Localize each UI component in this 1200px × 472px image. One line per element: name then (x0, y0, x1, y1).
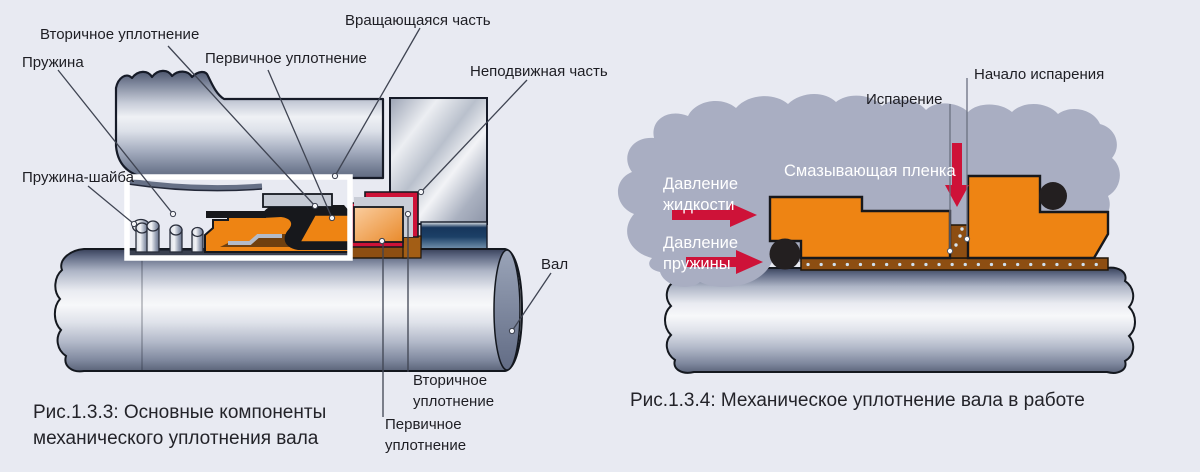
label-spring: Пружина (22, 54, 84, 71)
o-ring-left (769, 238, 801, 270)
label-primary-seal-bottom-line2: уплотнение (385, 437, 467, 454)
leader-lines-left (57, 27, 552, 417)
shaft-illustration-right (664, 266, 1136, 374)
pressure-arrow-spring (686, 250, 763, 274)
label-secondary-seal-top: Вторичное уплотнение (40, 26, 200, 43)
caption-figure-right: Рис.1.3.4: Механическое уплотнение вала … (630, 390, 1085, 411)
label-primary-seal-bottom-line1: Первичное (385, 416, 462, 433)
label-evaporation-start: Начало испарения (974, 66, 1105, 83)
label-primary-seal-top: Первичное уплотнение (205, 50, 367, 67)
label-spring-pressure: Давление пружины (663, 233, 738, 275)
label-evaporation: Испарение (866, 91, 943, 108)
label-secondary-seal-bottom-line1: Вторичное (413, 372, 488, 389)
seat-red-outline (348, 191, 419, 248)
evaporation-arrow (945, 143, 969, 207)
seal-assembly (204, 193, 351, 253)
stationary-seal-face (966, 174, 1110, 260)
rotating-sleeve (114, 69, 385, 180)
label-liquid-pressure: Давление жидкости (663, 174, 738, 216)
label-spring-pressure-line2: пружины (663, 255, 731, 273)
pressure-arrow-liquid (672, 203, 757, 227)
label-secondary-seal-bottom-line2: уплотнение (413, 393, 495, 410)
o-ring-right (1039, 182, 1067, 210)
caption-figure-left-line1: Рис.1.3.3: Основные компоненты (33, 402, 327, 423)
label-spring-washer: Пружина-шайба (22, 169, 135, 186)
caption-figure-left: Рис.1.3.3: Основные компоненты механичес… (33, 400, 326, 452)
label-spring-pressure-line1: Давление (663, 234, 739, 252)
label-lubricating-film: Смазывающая пленка (784, 162, 956, 180)
shaft-illustration-left (53, 248, 524, 373)
sleeve-bottom-lip (127, 178, 263, 192)
label-primary-seal-bottom: Первичное уплотнение (385, 414, 466, 456)
caption-figure-left-line2: механического уплотнения вала (33, 428, 319, 449)
leader-lines-right (946, 78, 971, 255)
label-rotating-part: Вращающаяся часть (345, 12, 491, 29)
label-stationary-part: Неподвижная часть (470, 63, 608, 80)
springs (131, 218, 204, 253)
label-secondary-seal-bottom: Вторичное уплотнение (413, 370, 494, 412)
label-liquid-pressure-line2: жидкости (663, 196, 735, 214)
label-liquid-pressure-line1: Давление (663, 175, 739, 193)
label-shaft: Вал (541, 256, 569, 273)
